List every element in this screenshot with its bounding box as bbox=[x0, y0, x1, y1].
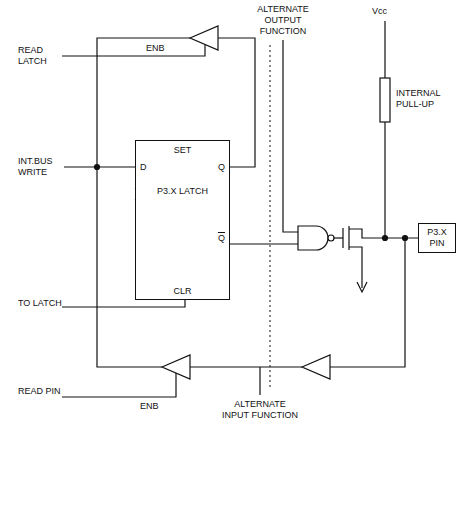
source-wire bbox=[349, 247, 362, 288]
node-text: P3.X LATCH bbox=[153, 186, 213, 197]
dashed-boundary bbox=[270, 45, 271, 390]
signal-label: Vcc bbox=[372, 6, 402, 17]
ground-arrow bbox=[357, 282, 367, 292]
signal-label: INT.BUS WRITE bbox=[18, 156, 63, 178]
nand-gate bbox=[298, 226, 328, 250]
signal-label: INTERNAL PULL-UP bbox=[396, 88, 462, 110]
alternate-output-wire bbox=[283, 40, 298, 232]
input-buffer bbox=[302, 355, 330, 379]
junction-dot bbox=[95, 165, 100, 170]
signal-label: ALTERNATE INPUT FUNCTION bbox=[220, 399, 300, 421]
node-text: Q bbox=[218, 233, 225, 244]
node-text: CLR bbox=[173, 286, 191, 297]
read-latch-buffer bbox=[190, 26, 218, 50]
read-pin-wire bbox=[62, 373, 176, 397]
node-text: SET bbox=[174, 145, 192, 156]
pin-sense-wire bbox=[330, 238, 405, 367]
node-text: Q bbox=[218, 162, 225, 173]
signal-label: ALTERNATE OUTPUT FUNCTION bbox=[243, 4, 323, 37]
alternate-input-wire bbox=[259, 367, 260, 395]
mosfet-gate bbox=[342, 228, 343, 248]
nand-bubble bbox=[328, 235, 334, 241]
input-wire bbox=[190, 366, 302, 367]
signal-label: READ PIN bbox=[18, 386, 63, 397]
signal-label: TO LATCH bbox=[18, 298, 63, 309]
to-latch-wire bbox=[62, 300, 185, 307]
junction-dot bbox=[383, 236, 388, 241]
node-text: D bbox=[140, 162, 147, 173]
signal-label: ENB bbox=[140, 401, 170, 412]
signal-label: READ LATCH bbox=[18, 45, 63, 67]
latch-box: SET D Q P3.X LATCH Q CLR bbox=[135, 140, 230, 300]
pin-box: P3.X PIN bbox=[418, 223, 456, 253]
gate-wire bbox=[334, 237, 343, 238]
node-text: P3.X PIN bbox=[422, 227, 452, 249]
read-latch-wire bbox=[62, 45, 205, 56]
pull-up-wire bbox=[384, 21, 385, 238]
pull-up-resistor bbox=[380, 78, 390, 122]
q-bar-wire bbox=[230, 243, 298, 244]
signal-label: ENB bbox=[146, 43, 176, 54]
